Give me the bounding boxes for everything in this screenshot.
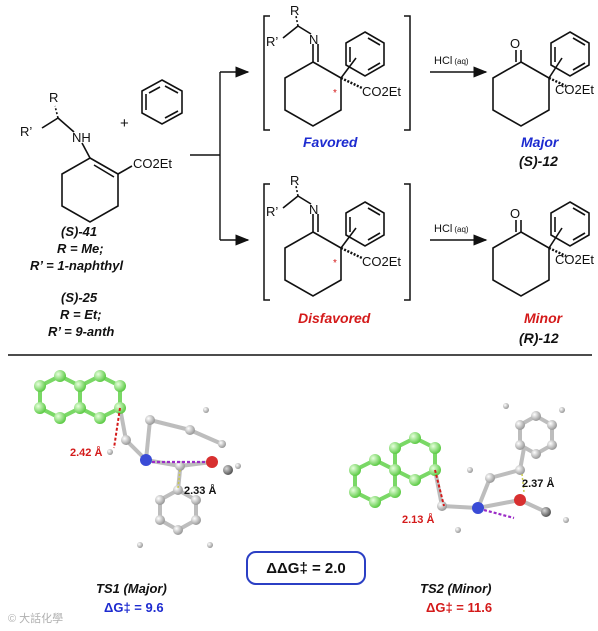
bottom-product-structure [492, 201, 590, 297]
top-intermediate-r: R [290, 3, 299, 18]
bottom-intermediate-stereo-mark: * [333, 258, 337, 269]
top-intermediate-structure [282, 15, 385, 127]
top-product-structure [492, 31, 590, 127]
ts2-distance-black: 2.37 Å [522, 477, 554, 490]
plus-sign: + [120, 115, 129, 132]
top-intermediate-brackets [263, 15, 411, 131]
bottom-intermediate-ester: CO2Et [362, 254, 401, 269]
bottom-product-oxygen: O [510, 206, 520, 221]
reactant-r-label: R [49, 90, 58, 105]
reactant-enamine [41, 105, 133, 223]
disfavored-label: Disfavored [298, 310, 371, 326]
compound-41-rprime: R’ = 1-naphthyl [30, 258, 123, 273]
reactant-ester-label: CO2Et [133, 156, 172, 171]
top-intermediate-n: N [309, 32, 318, 47]
watermark: © 大話化學 [8, 613, 64, 625]
top-product-name: (S)-12 [519, 153, 558, 169]
reactant-amine-label: NH [72, 130, 91, 145]
ddg-value: ΔΔG‡ = 2.0 [266, 559, 346, 577]
compound-41-r: R = Me; [57, 241, 104, 256]
benzyne-structure [141, 79, 183, 125]
ts2-model [349, 403, 569, 533]
favored-label: Favored [303, 134, 358, 150]
bottom-product-ester: CO2Et [555, 252, 594, 267]
compound-25-r: R = Et; [60, 307, 102, 322]
ts2-distance-red: 2.13 Å [402, 513, 434, 526]
bottom-intermediate-n: N [309, 202, 318, 217]
major-label: Major [521, 134, 560, 150]
bottom-intermediate-brackets [263, 183, 411, 301]
ts1-name: TS1 (Major) [96, 581, 167, 596]
compound-25-name: (S)-25 [61, 290, 98, 305]
top-product-ester: CO2Et [555, 82, 594, 97]
ts1-distance-red: 2.42 Å [70, 446, 102, 459]
ts1-dg: ΔG‡ = 9.6 [104, 600, 164, 615]
bottom-intermediate-structure [282, 185, 385, 297]
bottom-intermediate-r: R [290, 173, 299, 188]
bottom-product-name: (R)-12 [519, 330, 559, 346]
bottom-intermediate-rprime: R’ [266, 204, 278, 219]
compound-41-name: (S)-41 [61, 224, 97, 239]
top-hcl-reagent: HCl(aq) [434, 55, 469, 67]
top-product-oxygen: O [510, 36, 520, 51]
bottom-hcl-reagent: HCl(aq) [434, 223, 469, 235]
reactant-rprime-label: R’ [20, 124, 32, 139]
compound-25-rprime: R’ = 9-anth [48, 324, 114, 339]
ts1-model [34, 370, 241, 548]
branch-arrows [190, 66, 250, 246]
ddg-box: ΔΔG‡ = 2.0 [246, 551, 366, 585]
ts1-distance-black: 2.33 Å [184, 484, 216, 497]
top-intermediate-stereo-mark: * [333, 88, 337, 99]
top-intermediate-rprime: R’ [266, 34, 278, 49]
ts2-name: TS2 (Minor) [420, 581, 492, 596]
top-intermediate-ester: CO2Et [362, 84, 401, 99]
ts2-dg: ΔG‡ = 11.6 [426, 600, 492, 615]
minor-label: Minor [524, 310, 564, 326]
